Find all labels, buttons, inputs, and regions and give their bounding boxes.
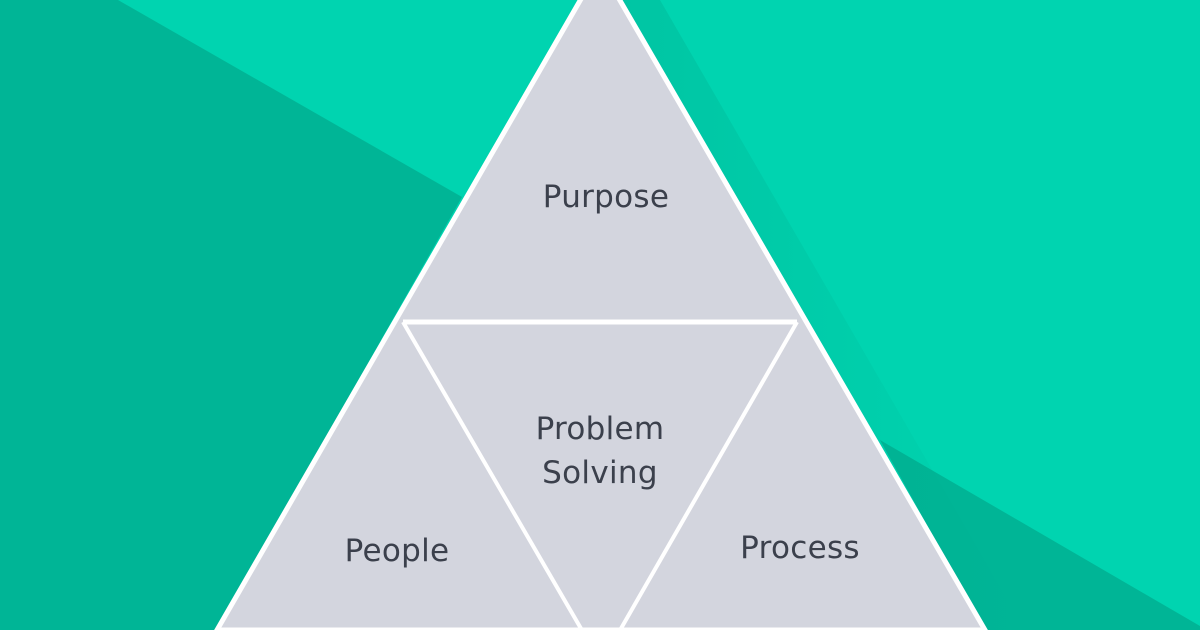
triangle-shadow: [622, 0, 1025, 630]
background-dark-left: [0, 0, 462, 630]
section-label-process: Process: [740, 530, 860, 566]
section-label-problem-solving-line2: Solving: [542, 455, 658, 491]
section-label-purpose: Purpose: [542, 179, 670, 215]
section-label-people: People: [344, 533, 450, 569]
divider-left-diagonal: [401, 320, 585, 630]
divider-right-diagonal: [617, 321, 799, 630]
outer-triangle: [214, 0, 988, 630]
section-label-problem-solving-line1: Problem: [535, 411, 665, 447]
